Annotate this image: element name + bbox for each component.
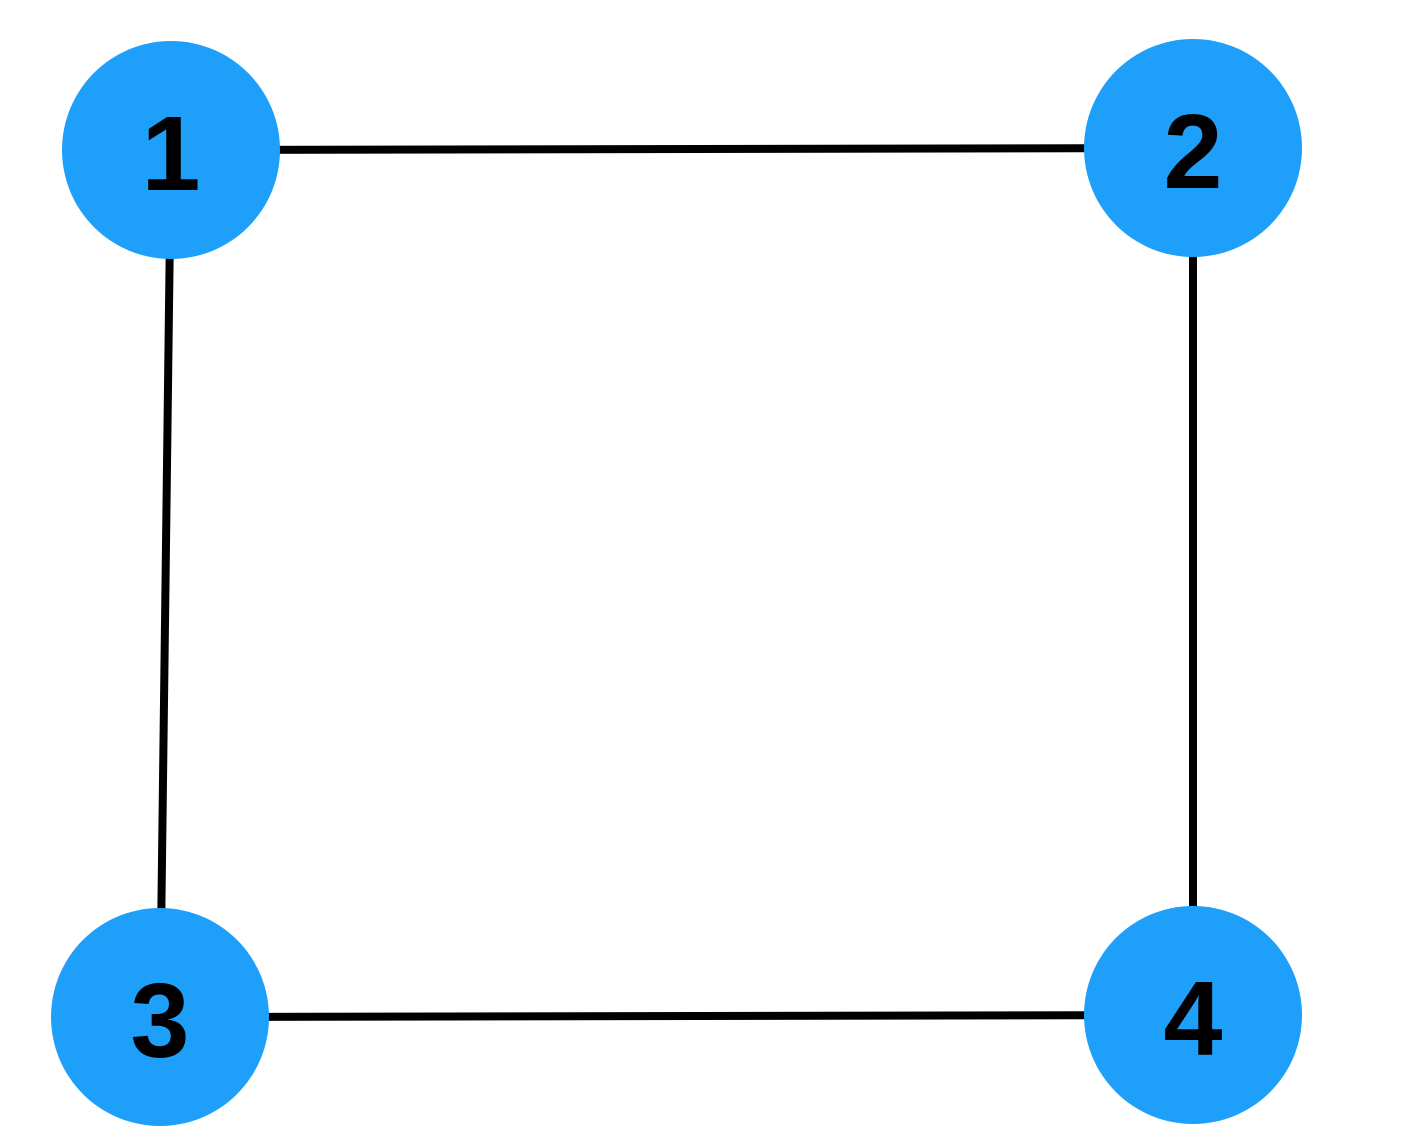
graph-node-4: 4 xyxy=(1084,906,1302,1124)
node-circle-3 xyxy=(51,908,269,1126)
node-circle-2 xyxy=(1084,39,1302,257)
node-label-3: 3 xyxy=(131,962,190,1080)
node-label-2: 2 xyxy=(1164,93,1223,211)
node-circle-4 xyxy=(1084,906,1302,1124)
graph-node-2: 2 xyxy=(1084,39,1302,257)
node-label-1: 1 xyxy=(142,95,201,213)
graph-edge-3-4 xyxy=(159,1011,1194,1021)
graph-node-3: 3 xyxy=(51,908,269,1126)
node-circle-1 xyxy=(62,41,280,259)
graph-edge-1-2 xyxy=(170,144,1194,154)
graph-edge-1-3 xyxy=(156,149,175,1018)
node-label-4: 4 xyxy=(1164,960,1223,1078)
graph-node-1: 1 xyxy=(62,41,280,259)
